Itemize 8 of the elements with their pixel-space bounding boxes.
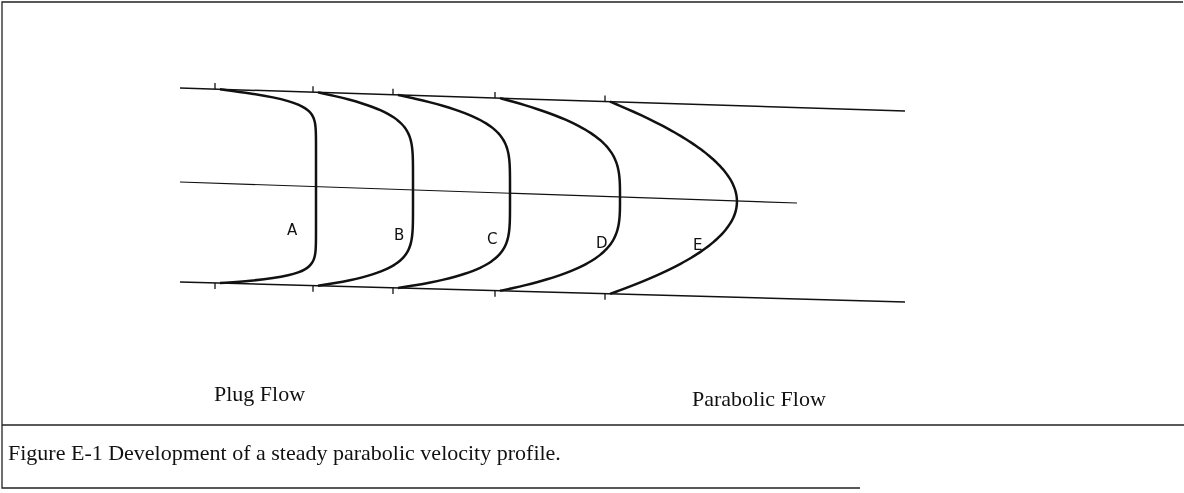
flow-label: Plug Flow [214, 381, 306, 407]
profile-letter: D [596, 234, 608, 252]
profile-letter: C [487, 230, 498, 248]
profile-letter: E [693, 236, 703, 254]
profile-letter: B [394, 226, 405, 244]
flow-label: Parabolic Flow [692, 386, 826, 412]
profile-letter: A [287, 221, 298, 239]
figure-caption: Figure E-1 Development of a steady parabolic velocity profile. [8, 440, 561, 466]
